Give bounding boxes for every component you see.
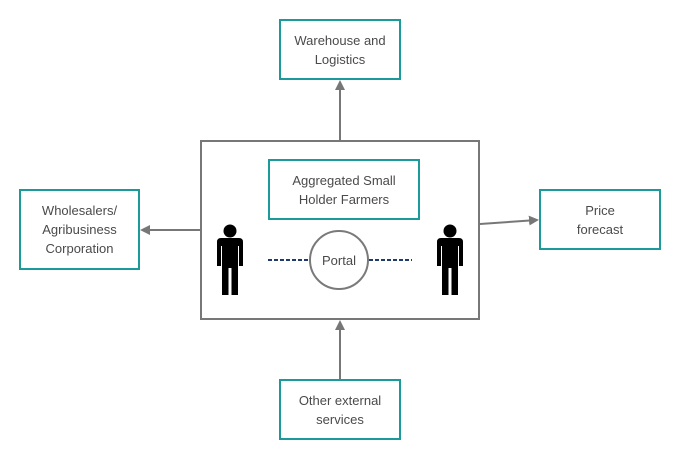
arrow-to-price-forecast	[479, 215, 539, 226]
person-icon	[217, 224, 243, 295]
aggregated-farmers-label: Aggregated Small Holder Farmers	[292, 172, 396, 207]
portal-label: Portal	[322, 252, 356, 268]
person-icon	[437, 224, 463, 295]
price-forecast-box: Price forecast	[539, 189, 661, 250]
price-forecast-label: Price forecast	[576, 202, 624, 237]
wholesalers-box: Wholesalers/ Agribusiness Corporation	[19, 189, 140, 270]
portal-circle: Portal	[309, 230, 369, 290]
warehouse-logistics-label: Warehouse and Logistics	[294, 32, 386, 67]
aggregated-farmers-box: Aggregated Small Holder Farmers	[268, 159, 420, 220]
other-external-services-label: Other external services	[298, 392, 382, 427]
other-external-services-box: Other external services	[279, 379, 401, 440]
wholesalers-label: Wholesalers/ Agribusiness Corporation	[41, 203, 118, 256]
warehouse-logistics-box: Warehouse and Logistics	[279, 19, 401, 80]
